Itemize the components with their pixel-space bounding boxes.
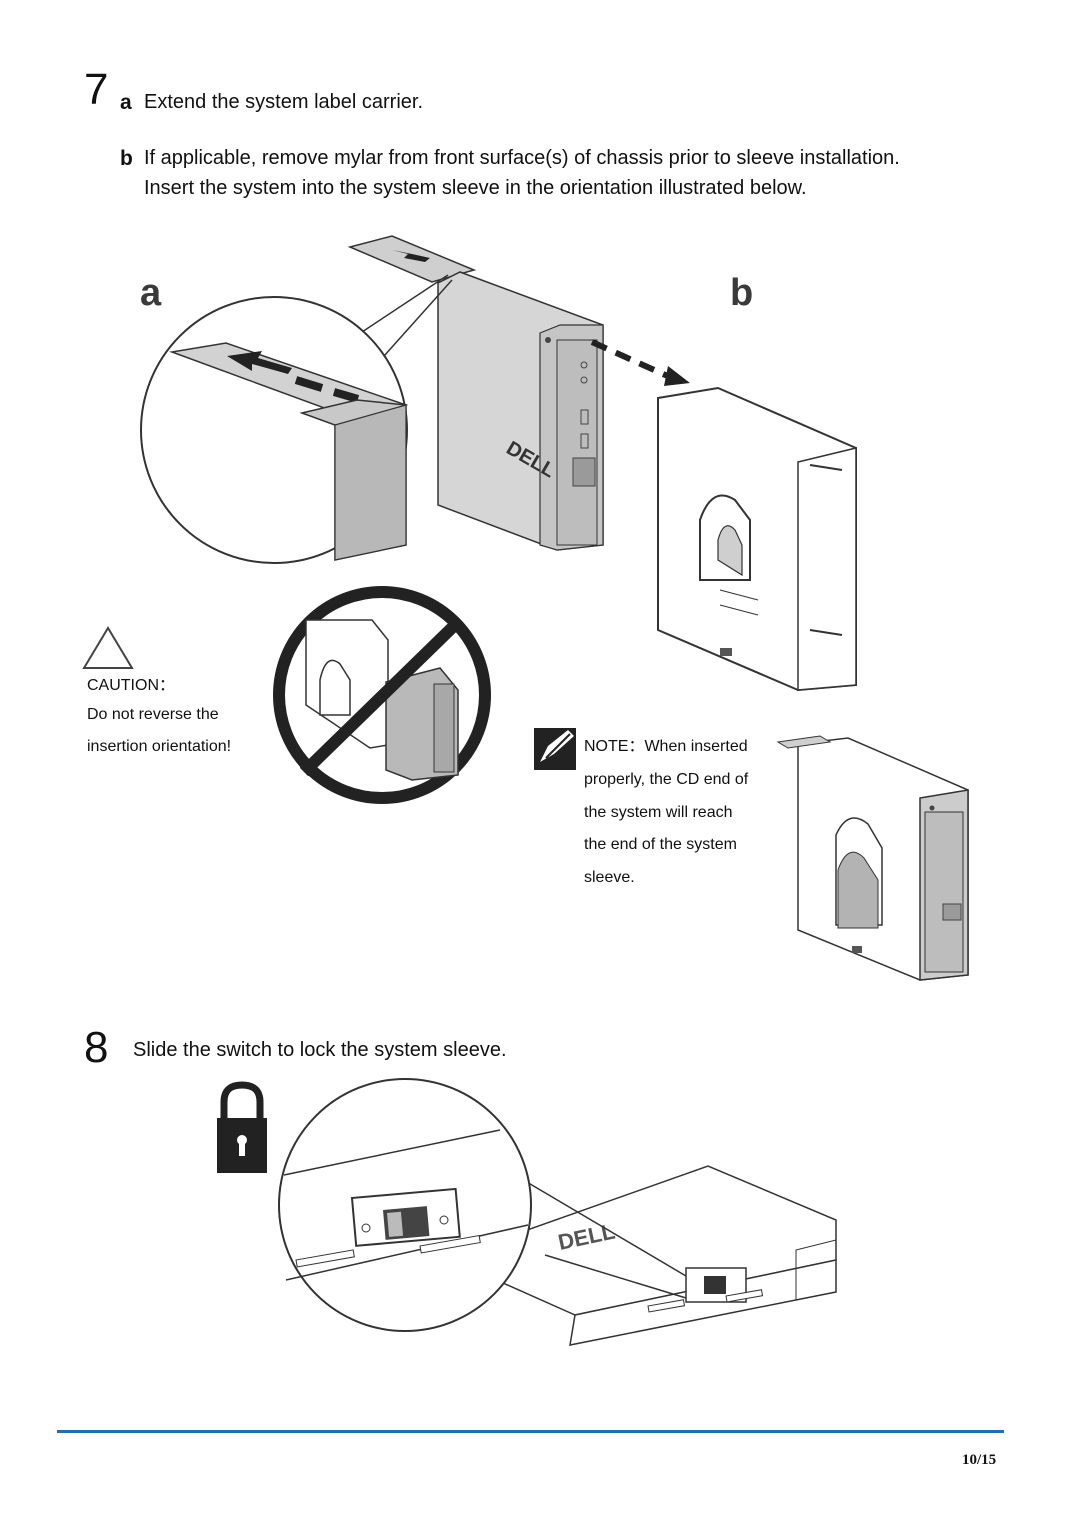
- step-7-number: 7: [84, 65, 109, 114]
- step-7a-letter: a: [120, 91, 132, 114]
- page-number: 10/15: [962, 1452, 997, 1468]
- note-line-1: NOTE：When inserted: [584, 738, 748, 755]
- note-pencil-icon: [534, 728, 576, 770]
- note-line-5: sleeve.: [584, 869, 635, 886]
- footer-rule: [57, 1430, 1004, 1433]
- note-line-2: properly, the CD end of: [584, 771, 749, 788]
- note-line-3: the system will reach: [584, 804, 733, 821]
- label-carrier-illustration: DELL: [82, 235, 969, 981]
- caution-title: CAUTION：: [87, 677, 176, 694]
- figure-label-b: b: [730, 272, 754, 314]
- step-7b-letter: b: [120, 147, 133, 170]
- note-line-4: the end of the system: [584, 836, 737, 853]
- step-7b-line-1: If applicable, remove mylar from front s…: [144, 147, 900, 169]
- step-7b-line-2: Insert the system into the system sleeve…: [144, 177, 807, 199]
- caution-line-2: insertion orientation!: [87, 738, 232, 755]
- caution-triangle-icon: [82, 626, 134, 669]
- lock-switch-illustration: DELL: [217, 1078, 837, 1346]
- caution-line-1: Do not reverse the: [87, 706, 219, 723]
- step-8-text: Slide the switch to lock the system slee…: [133, 1039, 507, 1061]
- padlock-icon: [217, 1081, 267, 1173]
- figure-label-a: a: [140, 272, 162, 314]
- step-8-number: 8: [84, 1023, 109, 1072]
- step-7a-text: Extend the system label carrier.: [144, 91, 424, 113]
